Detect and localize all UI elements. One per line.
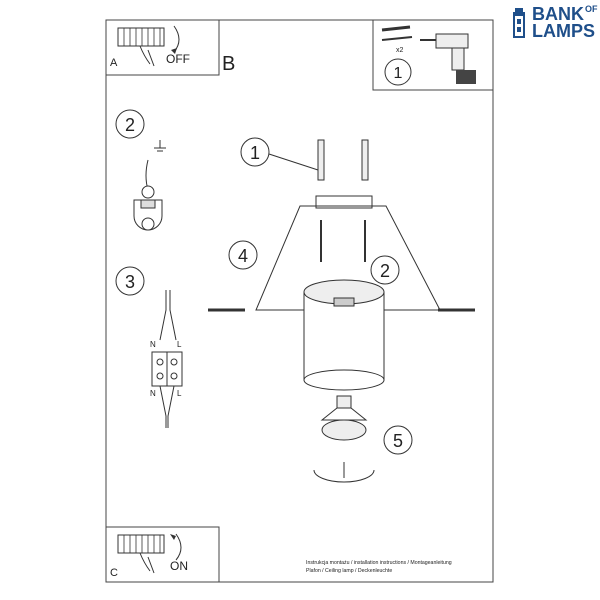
center-assembly: 1 4 2: [208, 137, 475, 483]
gu10-bulb-icon: [320, 395, 368, 441]
caption-line2: Plafon / Ceiling lamp / Deckenleuchte: [306, 568, 392, 574]
brand-logo-icon: [510, 6, 528, 38]
panel-c-letter: C: [110, 567, 118, 579]
svg-text:L: L: [177, 340, 182, 349]
step-3-wiring: 3 N L N L: [115, 266, 183, 428]
tools-panel: x2 1: [372, 19, 494, 91]
brand-line2: LAMPS: [532, 21, 595, 41]
panel-a-letter: A: [110, 57, 118, 69]
wall-anchor-icon: [317, 139, 369, 181]
svg-text:N: N: [150, 340, 156, 349]
panel-a-label: OFF: [166, 52, 190, 66]
tools-qty: x2: [396, 47, 404, 54]
screw-anchor-icon: [381, 25, 413, 41]
panel-b-letter: B: [222, 53, 235, 75]
svg-text:N: N: [150, 389, 156, 398]
brand-line1: BANKOF: [532, 4, 598, 24]
svg-text:1: 1: [250, 143, 260, 163]
svg-text:4: 4: [238, 246, 248, 266]
svg-text:2: 2: [380, 261, 390, 281]
caption-line1: Instrukcja montażu / installation instru…: [306, 560, 452, 566]
panel-c-label: ON: [170, 559, 188, 573]
svg-text:L: L: [177, 389, 182, 398]
lamp-body-icon: [303, 279, 385, 391]
step-2-ground: 2: [115, 109, 166, 231]
svg-text:3: 3: [125, 272, 135, 292]
on-arrow-icon: [175, 533, 182, 561]
svg-text:2: 2: [125, 115, 135, 135]
panel-c: C ON: [105, 526, 220, 583]
panel-a: A OFF: [105, 19, 220, 76]
retaining-ring-icon: [313, 469, 375, 483]
tools-step: 1: [394, 65, 403, 82]
svg-text:5: 5: [393, 431, 403, 451]
drill-icon: [420, 33, 476, 84]
main-frame: [105, 19, 494, 583]
mounting-bracket-icon: [315, 195, 373, 209]
